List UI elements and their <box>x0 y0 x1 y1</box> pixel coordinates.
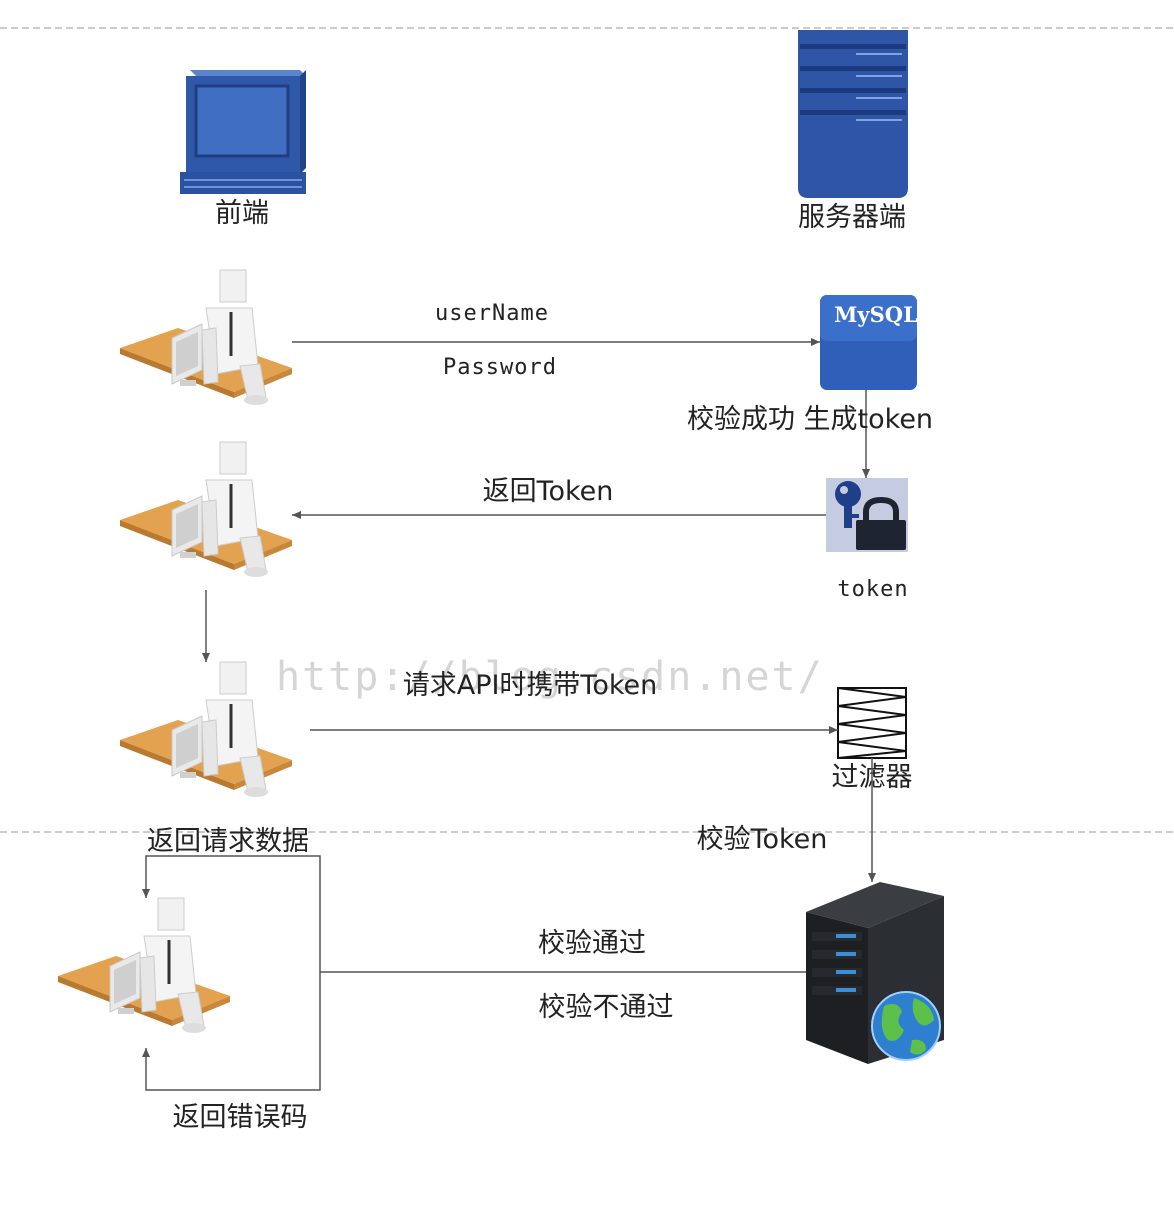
request-api-label: 请求API时携带Token <box>403 670 658 701</box>
token-label: token <box>837 577 908 602</box>
workstation-result-icon <box>56 896 232 1035</box>
return-token-label: 返回Token <box>483 476 614 507</box>
verify-fail-label: 校验不通过 <box>539 992 674 1023</box>
workstation-token-icon <box>118 440 294 579</box>
username-label: userName <box>435 301 549 326</box>
web-server-globe-icon <box>806 882 944 1064</box>
return-data-label: 返回请求数据 <box>147 826 309 857</box>
server-tower-icon <box>798 30 908 198</box>
mysql-database-icon: MySQL <box>820 295 918 390</box>
return-error-label: 返回错误码 <box>173 1102 308 1133</box>
workstation-login-icon <box>118 268 294 407</box>
verify-pass-label: 校验通过 <box>538 928 646 959</box>
frontend-label: 前端 <box>215 198 269 229</box>
workstation-request-icon <box>118 660 294 799</box>
verify-token-label: 校验Token <box>697 824 828 855</box>
server-label: 服务器端 <box>798 202 906 233</box>
frontend-computer-icon <box>180 70 306 194</box>
mysql-text: MySQL <box>834 302 918 327</box>
watermark-text: http://blog.csdn.net/ <box>276 654 824 700</box>
password-label: Password <box>443 355 557 380</box>
edge-return-error <box>142 972 321 1091</box>
token-key-lock-icon <box>826 478 908 552</box>
verify-success-label: 校验成功 生成token <box>687 404 933 435</box>
edge-return-data <box>142 855 321 972</box>
filter-icon <box>837 687 907 759</box>
